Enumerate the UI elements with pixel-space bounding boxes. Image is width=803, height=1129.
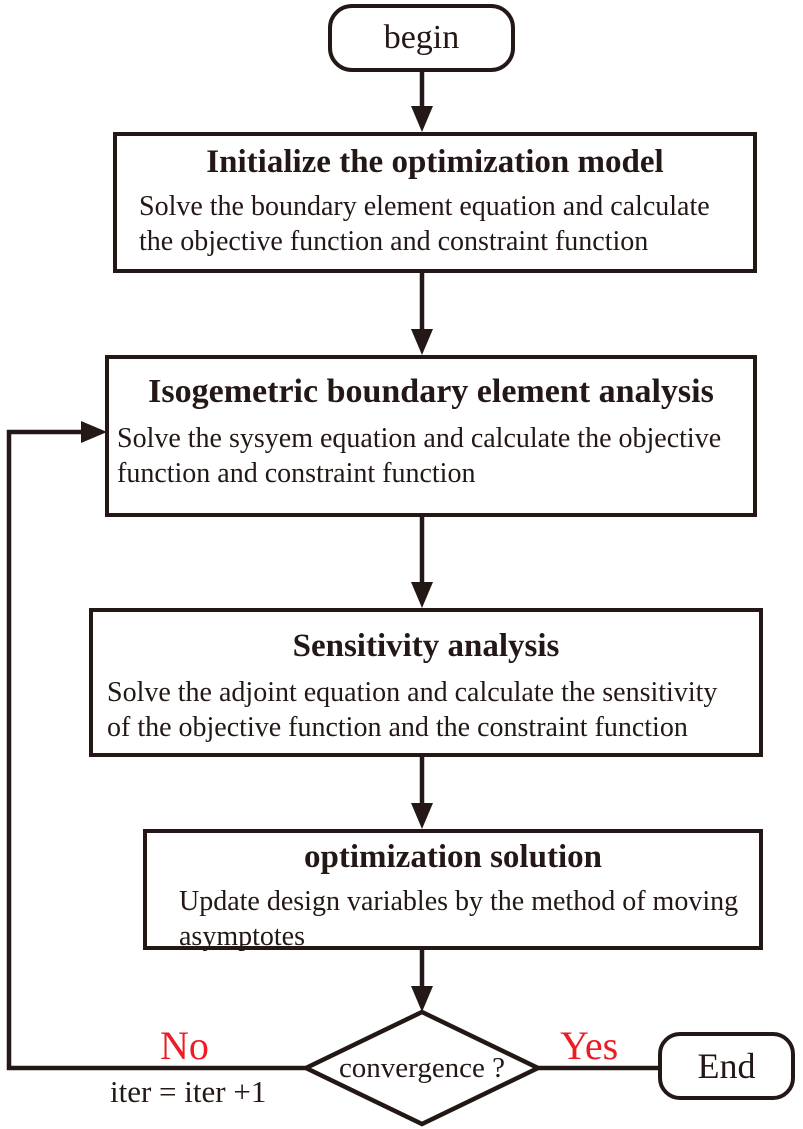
loop-no-line — [6, 429, 306, 1071]
box-title: Isogemetric boundary element analysis — [148, 373, 714, 410]
begin-label: begin — [383, 19, 460, 56]
process-box-isogeometric-analysis: Isogemetric boundary element analysis So… — [105, 355, 757, 517]
arrowhead-to-solution — [411, 803, 433, 829]
box-body-line: the objective function and constraint fu… — [139, 226, 649, 257]
decision-label: convergence ? — [306, 1012, 538, 1124]
arrowhead-loop-to-iga — [81, 421, 107, 443]
arrowhead-to-iga — [411, 329, 433, 355]
process-box-optimization-solution: optimization solution Update design vari… — [143, 829, 763, 952]
box-body-line: Solve the boundary element equation and … — [139, 191, 710, 222]
arrowhead-to-sensitivity — [411, 582, 433, 608]
no-label: No — [160, 1023, 209, 1068]
box-body-line: function and constraint function — [117, 458, 476, 489]
arrowhead-to-decision — [411, 986, 433, 1012]
box-body-line: Solve the sysyem equation and calculate … — [117, 423, 722, 454]
process-box-sensitivity-analysis: Sensitivity analysis Solve the adjoint e… — [89, 608, 763, 757]
iteration-counter-label: iter = iter +1 — [110, 1074, 267, 1109]
end-label: End — [697, 1046, 756, 1086]
decision-question-text: convergence ? — [338, 1051, 506, 1084]
box-body-line: Solve the adjoint equation and calculate… — [107, 677, 718, 708]
arrowhead-to-initialize — [411, 106, 433, 132]
yes-label: Yes — [560, 1023, 619, 1068]
box-title: Sensitivity analysis — [292, 628, 560, 664]
decision-diamond — [300, 1009, 544, 1127]
begin-node: begin — [328, 4, 515, 72]
box-title: Initialize the optimization model — [206, 144, 664, 180]
end-node: End — [658, 1032, 795, 1100]
process-box-initialize-model: Initialize the optimization model Solve … — [113, 132, 757, 273]
box-body-line: Update design variables by the method of… — [179, 886, 739, 917]
box-body-line: of the objective function and the constr… — [107, 712, 688, 743]
box-body-line: asymptotes — [179, 921, 305, 952]
box-title: optimization solution — [304, 839, 602, 875]
